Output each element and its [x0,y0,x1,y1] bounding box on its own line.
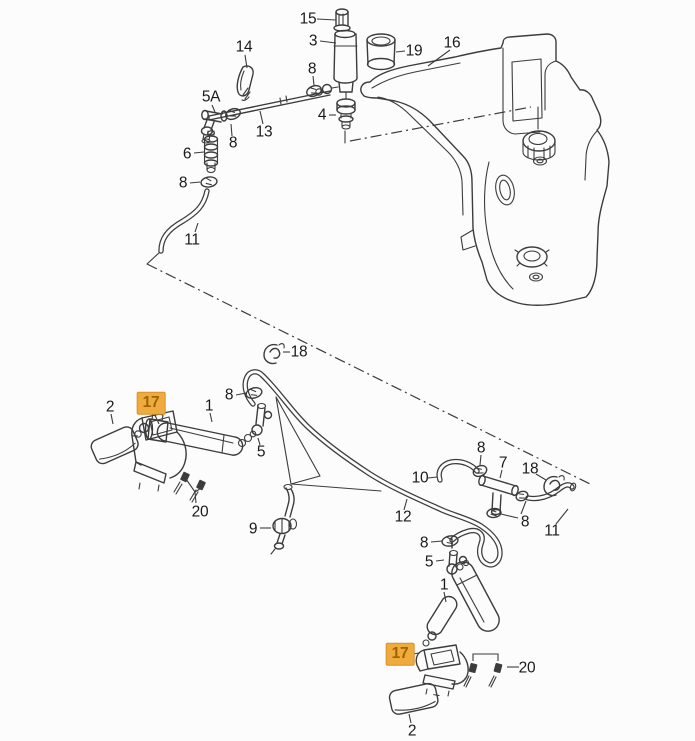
part-label-4[interactable]: 4 [317,106,327,124]
part-label-17-highlighted[interactable]: 17 [136,391,166,415]
clamp-8b [225,107,241,121]
part-label-8[interactable]: 8 [224,386,234,404]
bottom-cover-2-drawing [388,682,440,715]
part-label-2[interactable]: 2 [105,398,115,416]
part-label-3[interactable]: 3 [308,32,318,50]
part-label-11[interactable]: 11 [184,231,200,249]
part-label-20[interactable]: 20 [191,503,209,521]
part-label-8[interactable]: 8 [419,534,429,552]
part-label-19[interactable]: 19 [405,42,423,60]
part-label-8[interactable]: 8 [307,60,317,78]
part-label-10[interactable]: 10 [411,469,429,487]
part-label-20[interactable]: 20 [518,659,536,677]
bottom-bracket-17-drawing [415,644,469,697]
washer-reservoir-drawing [360,33,610,306]
part-label-5A[interactable]: 5A [201,88,221,106]
left-cover-2-drawing [90,426,139,465]
part-label-13[interactable]: 13 [255,123,273,141]
part-label-14[interactable]: 14 [235,38,253,56]
part-label-18[interactable]: 18 [290,343,308,361]
clamp-8f-stem [486,507,502,519]
clip-18-left [263,343,285,365]
bottom-washer-assembly [422,538,500,647]
part-label-9[interactable]: 9 [248,520,258,538]
part-label-8[interactable]: 8 [476,439,486,457]
clamp-8f-right [515,490,529,502]
part-label-16[interactable]: 16 [443,34,461,52]
hose-11-left-drawing [158,188,210,254]
part-label-6[interactable]: 6 [182,145,192,163]
fitting-9-drawing [270,483,298,555]
part-label-2[interactable]: 2 [407,722,417,740]
clamp-8d [245,387,263,399]
bottom-screws-20-drawing [463,653,503,688]
hose-12-drawing [242,369,503,568]
leader-lines [110,18,569,724]
part-label-5[interactable]: 5 [256,443,266,461]
part-label-18[interactable]: 18 [521,460,539,478]
part-label-8[interactable]: 8 [228,134,238,152]
axis-dash-lines [146,106,591,485]
reservoir-cap-drawing [366,33,396,71]
position-triangle [275,396,382,492]
part-label-1[interactable]: 1 [439,576,449,594]
part-label-8[interactable]: 8 [178,174,188,192]
clamp-8c [200,176,218,188]
part-label-1[interactable]: 1 [204,397,214,415]
part-label-12[interactable]: 12 [394,508,412,526]
cable-tie-drawing [236,65,254,101]
washer-tube-drawing [200,90,331,174]
clip-18-right [543,475,565,497]
part-label-5[interactable]: 5 [424,553,434,571]
part-label-11[interactable]: 11 [544,522,560,540]
part-label-15[interactable]: 15 [299,10,317,28]
clamp-8g [441,535,459,547]
washer-pump-drawing [315,8,358,144]
clamp-8e [472,464,488,478]
part-label-7[interactable]: 7 [498,454,508,472]
part-label-8[interactable]: 8 [520,513,530,531]
clamp-8a [306,84,322,98]
left-screws-20-drawing [173,471,206,504]
part-label-17-highlighted[interactable]: 17 [385,642,415,666]
